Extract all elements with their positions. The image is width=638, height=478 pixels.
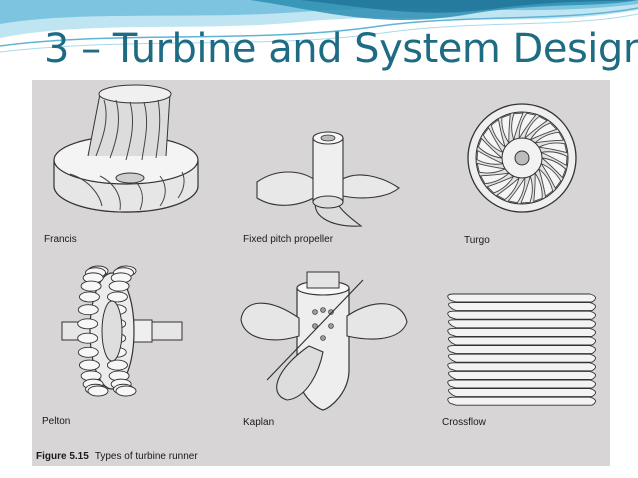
header-wave-decoration (0, 0, 638, 53)
turbine-runner-figure: Francis Fixed pitch propeller Turgo (32, 80, 610, 466)
kaplan-runner-panel: Kaplan (237, 260, 427, 428)
francis-runner-panel: Francis (40, 80, 230, 245)
kaplan-runner-icon (240, 271, 408, 411)
kaplan-label: Kaplan (243, 417, 275, 428)
slide-title: 3 – Turbine and System Design (44, 26, 638, 72)
pelton-label: Pelton (42, 416, 71, 427)
turgo-runner-panel: Turgo (462, 90, 607, 246)
figure-caption-text: Types of turbine runner (94, 451, 198, 462)
propeller-label: Fixed pitch propeller (243, 234, 334, 245)
turgo-label: Turgo (464, 235, 490, 246)
crossflow-runner-icon (447, 293, 596, 406)
figure-caption: Figure 5.15 Types of turbine runner (36, 451, 198, 462)
crossflow-runner-panel: Crossflow (440, 290, 608, 428)
propeller-runner-panel: Fixed pitch propeller (237, 110, 417, 245)
pelton-runner-icon (61, 265, 183, 397)
propeller-runner-icon (256, 131, 400, 227)
turgo-runner-icon (467, 103, 577, 213)
pelton-runner-panel: Pelton (42, 260, 222, 427)
francis-runner-icon (53, 84, 199, 213)
figure-number: Figure 5.15 (36, 451, 89, 462)
crossflow-label: Crossflow (442, 417, 486, 428)
francis-label: Francis (44, 234, 77, 245)
